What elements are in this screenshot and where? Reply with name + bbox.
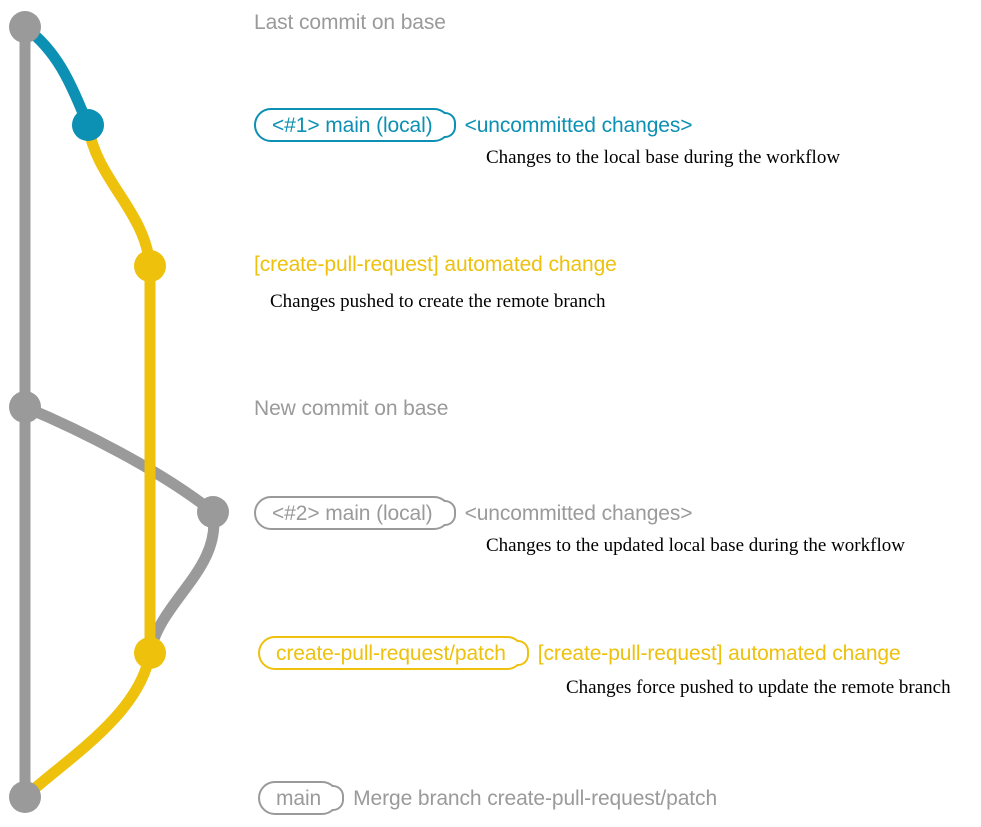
edge-patch-to-merge	[19, 647, 156, 803]
row-local-commit-2: <#2> main (local) <uncommitted changes>	[254, 496, 693, 530]
commit-subject: New commit on base	[254, 397, 449, 420]
edge-local-2-to-patch	[144, 506, 220, 659]
ref-badge-create-pull-request-patch[interactable]: create-pull-request/patch	[258, 636, 524, 670]
commit-subject: <uncommitted changes>	[464, 501, 693, 525]
node-local-commit-2[interactable]	[197, 496, 229, 528]
commit-subject: <uncommitted changes>	[464, 113, 693, 137]
edge-base-to-local-1	[19, 21, 94, 131]
row-automated-change-2: create-pull-request/patch [create-pull-r…	[258, 636, 901, 670]
node-automated-change-1[interactable]	[134, 250, 166, 282]
node-automated-change-2[interactable]	[134, 637, 166, 669]
ref-badge-main-local-1[interactable]: <#1> main (local)	[254, 108, 451, 142]
commit-subject: [create-pull-request] automated change	[254, 253, 617, 276]
row-automated-change-1: [create-pull-request] automated change	[254, 254, 617, 275]
commit-subject: Last commit on base	[254, 11, 446, 34]
row-last-commit-on-base: Last commit on base	[254, 12, 446, 33]
commit-description: Changes pushed to create the remote bran…	[270, 291, 606, 312]
row-new-commit-on-base: New commit on base	[254, 398, 448, 419]
commit-subject: [create-pull-request] automated change	[537, 641, 901, 665]
ref-badge-main[interactable]: main	[258, 781, 340, 815]
ref-badge-main-local-2[interactable]: <#2> main (local)	[254, 496, 451, 530]
commit-description: Changes to the updated local base during…	[486, 535, 905, 556]
edge-base-to-local-2	[19, 401, 219, 518]
node-new-commit-on-base[interactable]	[9, 391, 41, 423]
node-local-commit-1[interactable]	[72, 109, 104, 141]
commit-description: Changes force pushed to update the remot…	[566, 677, 951, 698]
commit-nodes	[9, 11, 229, 813]
commit-subject: Merge branch create-pull-request/patch	[353, 786, 718, 810]
row-local-commit-1: <#1> main (local) <uncommitted changes>	[254, 108, 693, 142]
commit-description: Changes to the local base during the wor…	[486, 147, 841, 168]
edge-local-1-to-patch-1	[82, 119, 156, 272]
node-last-commit-on-base[interactable]	[9, 11, 41, 43]
node-merge-commit[interactable]	[9, 781, 41, 813]
row-merge-commit: main Merge branch create-pull-request/pa…	[258, 781, 717, 815]
